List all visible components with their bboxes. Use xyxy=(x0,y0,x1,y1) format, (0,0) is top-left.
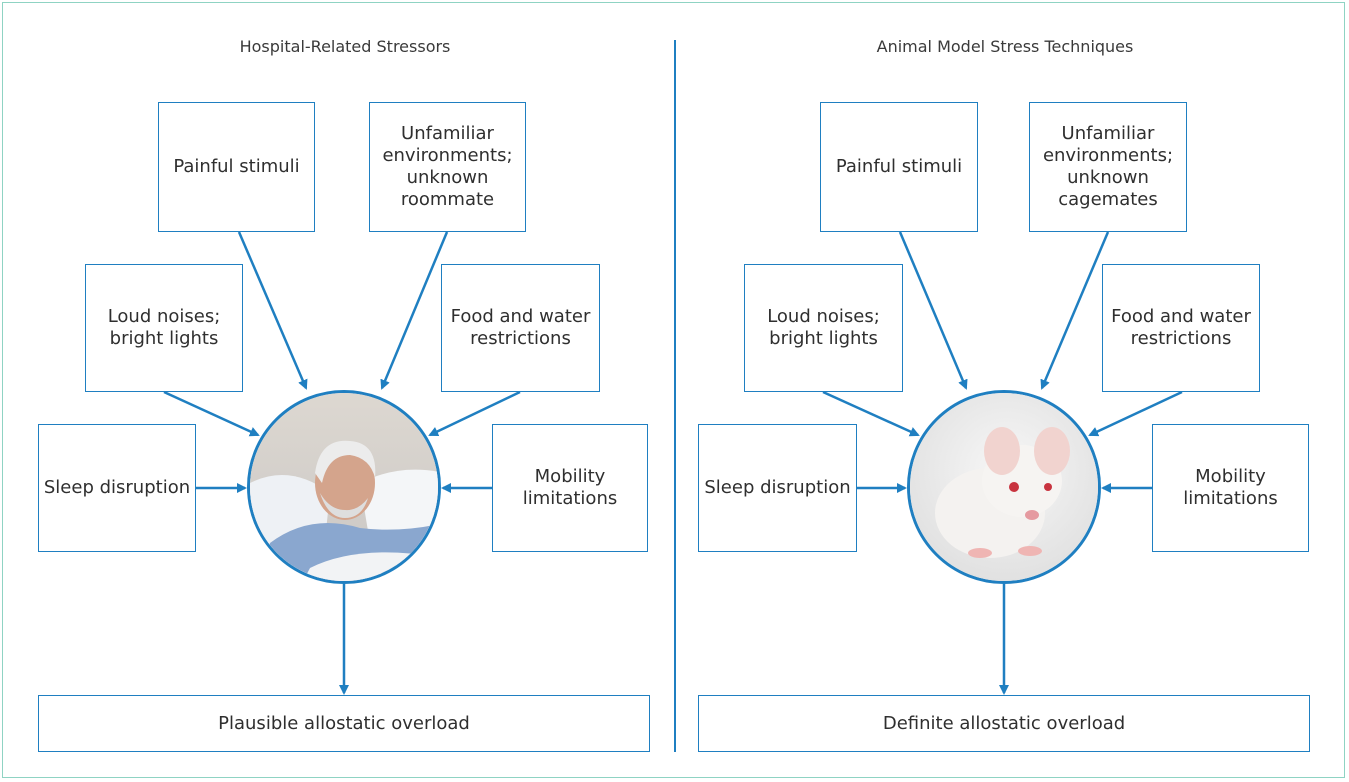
left-food-water-box: Food and water restrictions xyxy=(441,264,600,392)
left-sleep-disruption-box: Sleep disruption xyxy=(38,424,196,552)
right-outcome-box: Definite allostatic overload xyxy=(698,695,1310,752)
left-mobility-limitations-box: Mobility limitations xyxy=(492,424,648,552)
left-painful-stimuli-box: Painful stimuli xyxy=(158,102,315,232)
right-loud-noises-box: Loud noises; bright lights xyxy=(744,264,903,392)
right-panel-title: Animal Model Stress Techniques xyxy=(876,37,1134,56)
left-unfamiliar-environments-box: Unfamiliar environments; unknown roommat… xyxy=(369,102,526,232)
right-sleep-disruption-box: Sleep disruption xyxy=(698,424,857,552)
right-painful-stimuli-box: Painful stimuli xyxy=(820,102,978,232)
right-food-water-box: Food and water restrictions xyxy=(1102,264,1260,392)
left-outcome-box: Plausible allostatic overload xyxy=(38,695,650,752)
right-mobility-limitations-box: Mobility limitations xyxy=(1152,424,1309,552)
right-unfamiliar-environments-box: Unfamiliar environments; unknown cagemat… xyxy=(1029,102,1187,232)
mouse-photo xyxy=(907,390,1101,584)
left-panel-title: Hospital-Related Stressors xyxy=(239,37,451,56)
left-loud-noises-box: Loud noises; bright lights xyxy=(85,264,243,392)
